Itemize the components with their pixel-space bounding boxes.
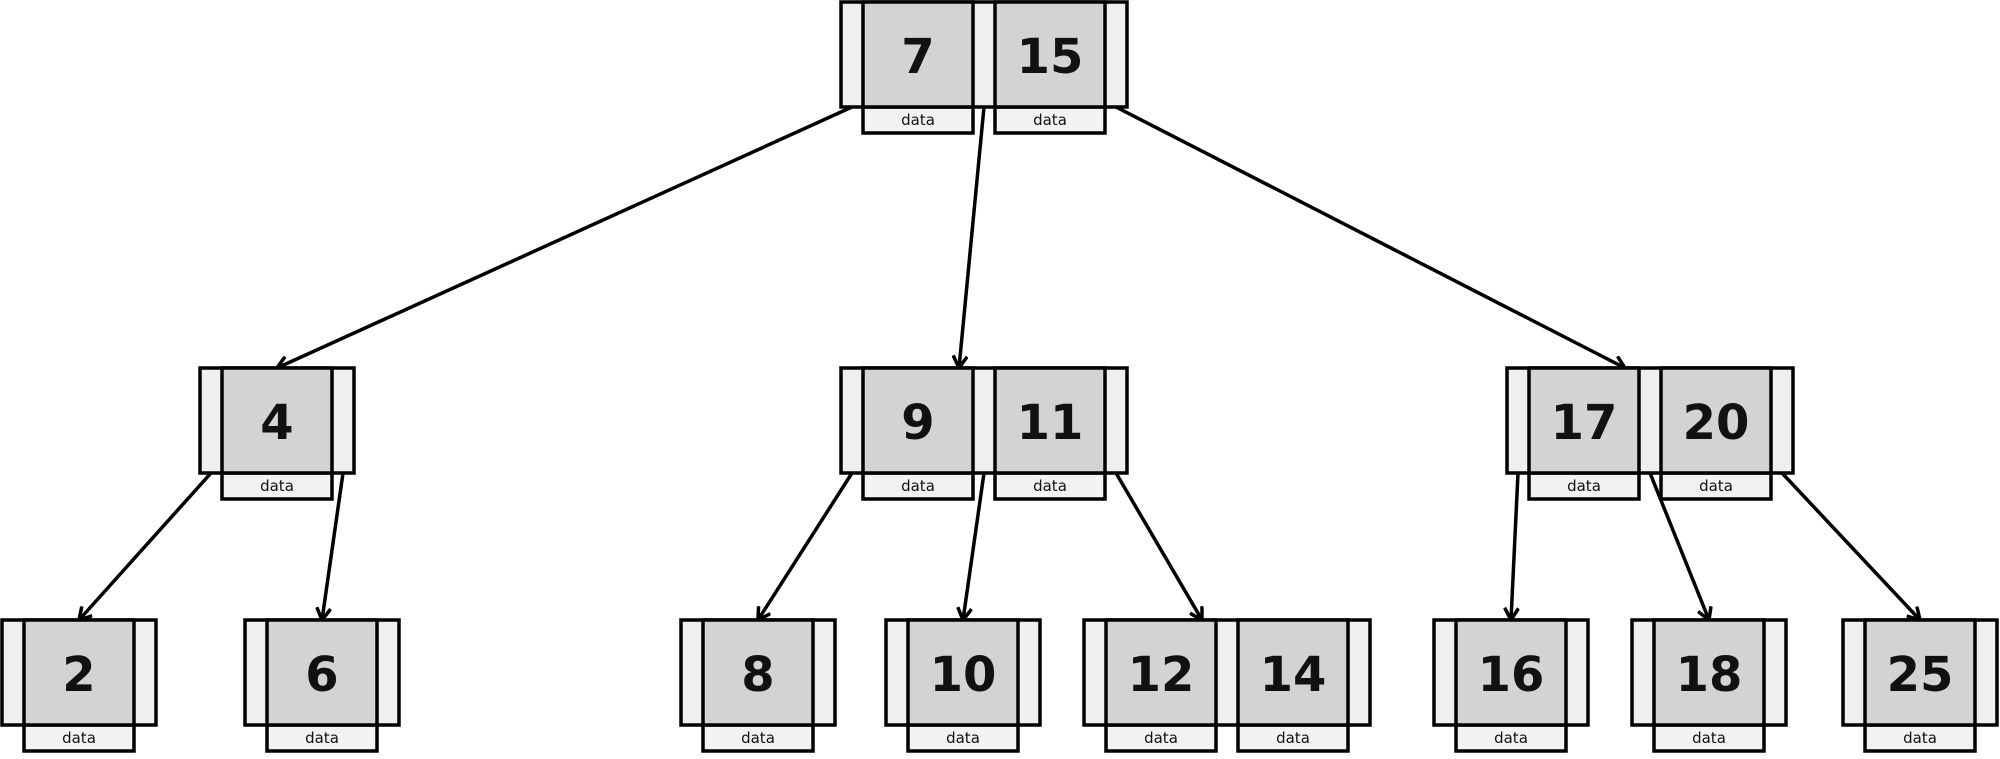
data-label: data (901, 111, 935, 129)
node-leaf-2: data 2 (0, 618, 158, 753)
data-label: data (946, 729, 980, 747)
key-label: 18 (1676, 647, 1743, 703)
key-label: 7 (901, 29, 934, 85)
key-cell (22, 618, 136, 727)
data-label: data (305, 729, 339, 747)
edge-l1-a-to-leaf-6 (322, 472, 345, 620)
key-label: 8 (741, 647, 774, 703)
data-label: data (260, 477, 294, 495)
key-cell (861, 366, 975, 475)
node-l1-c: data data 17 20 (1505, 366, 1795, 501)
key-cell (993, 366, 1107, 475)
edge-l1-c-to-leaf-25 (1780, 471, 1920, 620)
data-cell (861, 469, 975, 501)
key-label: 6 (305, 647, 338, 703)
edge-root-to-l1-b (959, 106, 986, 368)
edges (79, 105, 1920, 620)
node-leaf-8: data 8 (679, 618, 837, 753)
key-label: 12 (1128, 647, 1195, 703)
key-cell (906, 618, 1020, 727)
key-cell (1236, 618, 1350, 727)
key-cell (1659, 366, 1773, 475)
data-cell (1104, 721, 1218, 753)
key-cell (1863, 618, 1977, 727)
key-label: 17 (1551, 395, 1618, 451)
key-cell (861, 0, 975, 109)
key-cell (265, 618, 379, 727)
node-root: data data 7 15 (839, 0, 1129, 135)
key-label: 15 (1017, 29, 1084, 85)
key-label: 10 (930, 647, 997, 703)
node-leaf-10: data 10 (884, 618, 1042, 753)
data-cell (1863, 721, 1977, 753)
key-label: 20 (1683, 395, 1750, 451)
node-leaf-12-14: data data 12 14 (1082, 618, 1372, 753)
edge-l1-b-to-leaf-12-14 (1114, 472, 1202, 620)
key-label: 16 (1478, 647, 1545, 703)
node-leaf-25: data 25 (1841, 618, 1999, 753)
data-label: data (1494, 729, 1528, 747)
data-cell (1454, 721, 1568, 753)
key-cell (1652, 618, 1766, 727)
data-label: data (1903, 729, 1937, 747)
data-label: data (1692, 729, 1726, 747)
key-label: 11 (1017, 395, 1084, 451)
edge-l1-a-to-leaf-2 (79, 471, 213, 620)
data-label: data (1144, 729, 1178, 747)
key-label: 14 (1260, 647, 1327, 703)
edge-l1-b-to-leaf-8 (758, 472, 854, 620)
node-leaf-18: data 18 (1630, 618, 1788, 753)
key-cell (1454, 618, 1568, 727)
data-label: data (1276, 729, 1310, 747)
key-cell (993, 0, 1107, 109)
data-label: data (1567, 477, 1601, 495)
key-cell (220, 366, 334, 475)
edge-root-to-l1-a (277, 105, 853, 368)
data-label: data (741, 729, 775, 747)
key-label: 4 (260, 395, 293, 451)
data-label: data (901, 477, 935, 495)
node-leaf-16: data 16 (1432, 618, 1590, 753)
key-label: 2 (62, 647, 95, 703)
data-label: data (1033, 111, 1067, 129)
node-l1-a: data 4 (198, 366, 356, 501)
node-l1-b: data data 9 11 (839, 366, 1129, 501)
key-label: 25 (1887, 647, 1954, 703)
key-label: 9 (901, 395, 934, 451)
data-label: data (1033, 477, 1067, 495)
edge-l1-b-to-leaf-10 (963, 472, 986, 620)
data-cell (861, 103, 975, 135)
edge-root-to-l1-c (1115, 105, 1625, 368)
key-cell (1527, 366, 1641, 475)
data-label: data (1699, 477, 1733, 495)
data-cell (1659, 469, 1773, 501)
key-cell (701, 618, 815, 727)
data-cell (265, 721, 379, 753)
edge-l1-c-to-leaf-16 (1511, 472, 1520, 620)
key-cell (1104, 618, 1218, 727)
node-leaf-6: data 6 (243, 618, 401, 753)
data-label: data (62, 729, 96, 747)
